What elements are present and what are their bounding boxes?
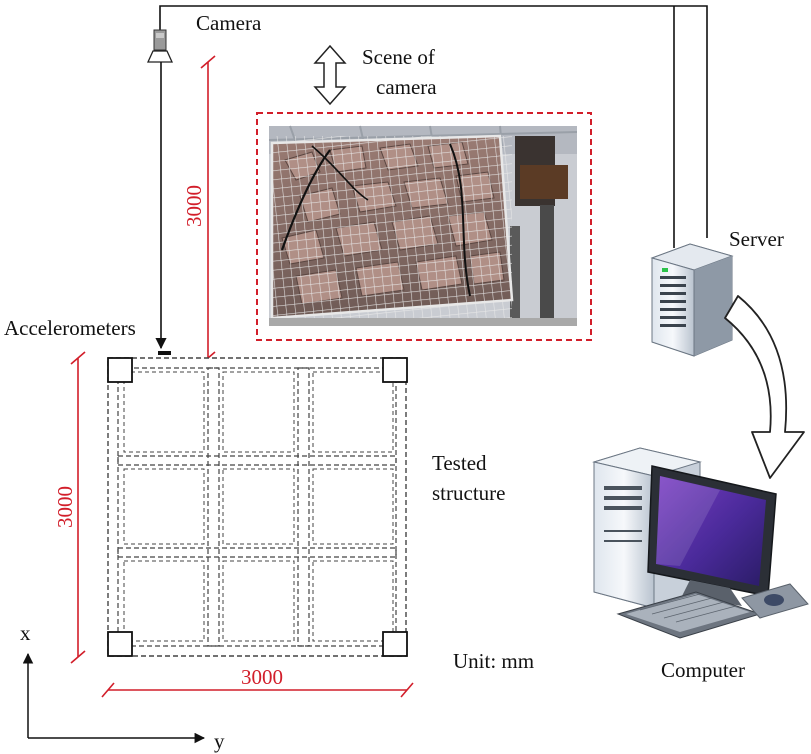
camera-height-value: 3000 bbox=[182, 185, 206, 227]
accelerometers-label: Accelerometers bbox=[4, 316, 136, 340]
desktop-computer-icon bbox=[592, 447, 809, 639]
structure-y-value: 3000 bbox=[241, 665, 283, 689]
structure-x-dimension bbox=[70, 351, 86, 664]
axis-x-label: x bbox=[20, 621, 31, 645]
tested-structure-line1: Tested bbox=[432, 451, 487, 475]
curved-arrow-icon bbox=[724, 295, 805, 479]
camera-icon bbox=[146, 29, 174, 63]
double-headed-arrow-icon bbox=[313, 44, 347, 106]
scene-label-line1: Scene of bbox=[362, 45, 435, 69]
wiring bbox=[159, 5, 708, 248]
camera-label: Camera bbox=[196, 11, 262, 35]
camera-cable bbox=[155, 62, 171, 355]
structure-x-value: 3000 bbox=[53, 486, 77, 528]
scene-label-line2: camera bbox=[376, 75, 437, 99]
server-label: Server bbox=[729, 227, 784, 251]
computer-label: Computer bbox=[661, 658, 745, 682]
unit-label: Unit: mm bbox=[453, 649, 534, 673]
axis-y-label: y bbox=[214, 729, 225, 753]
coordinate-axes bbox=[22, 652, 206, 744]
gabion-photo-image bbox=[268, 125, 578, 326]
tested-structure-plan bbox=[107, 357, 408, 657]
server-tower-icon bbox=[650, 243, 734, 357]
tested-structure-line2: structure bbox=[432, 481, 505, 505]
structure-y-dimension bbox=[101, 682, 414, 698]
